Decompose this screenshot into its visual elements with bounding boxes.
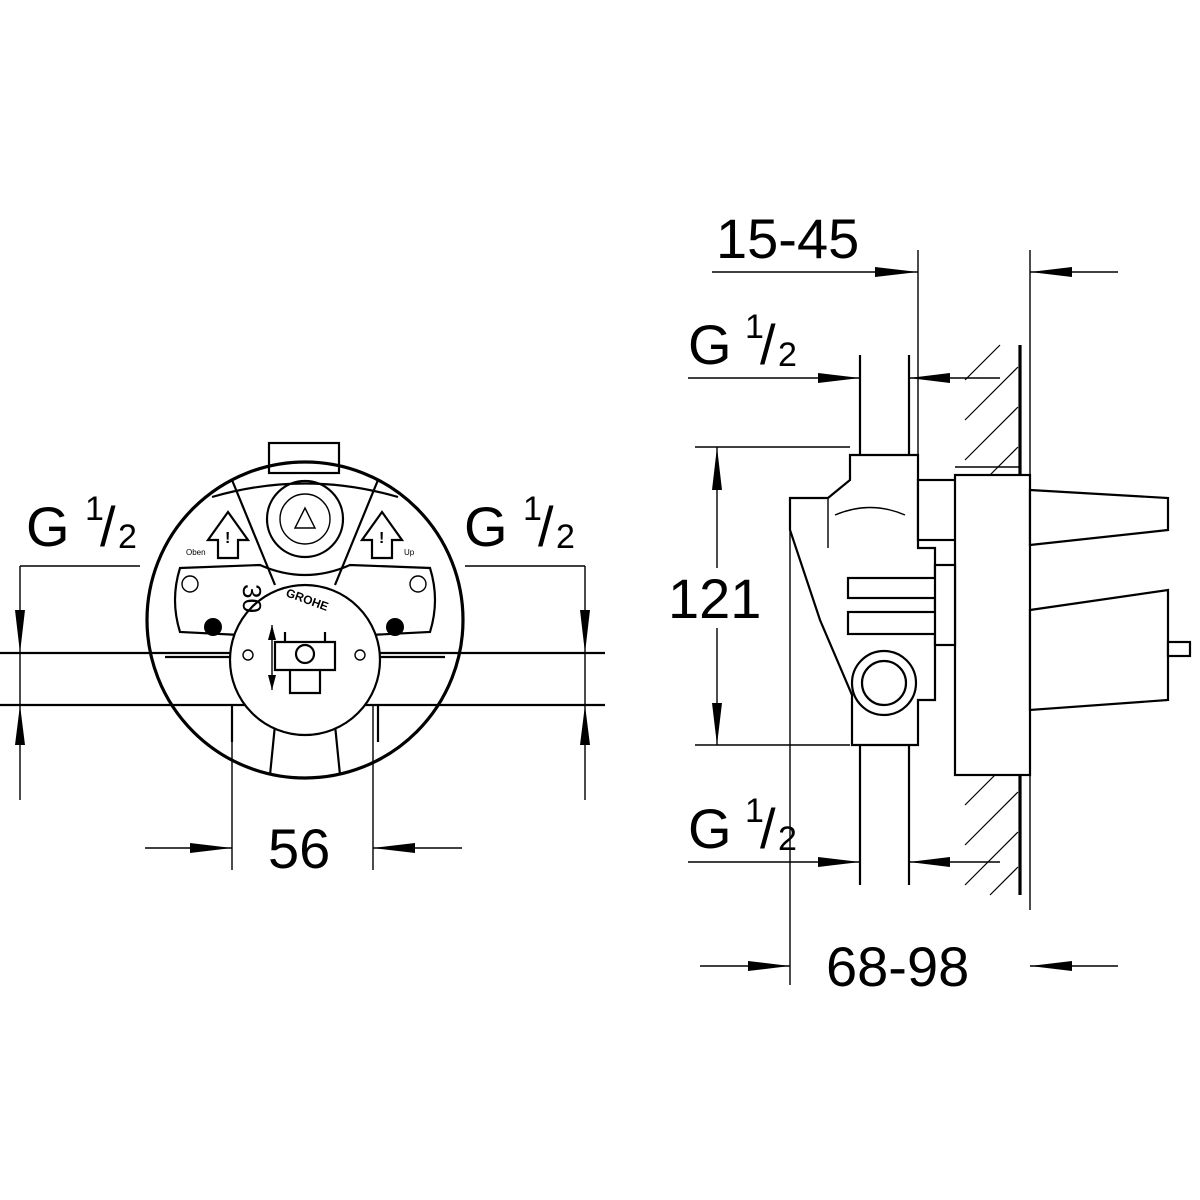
valve-seat-outer bbox=[265, 479, 345, 559]
thread-left-main: G bbox=[26, 495, 70, 558]
spindle-tip bbox=[1166, 640, 1192, 658]
clamp-hole-left bbox=[242, 649, 254, 661]
thread-right-sub: 2 bbox=[556, 518, 575, 556]
cover-sleeve-top bbox=[1028, 488, 1170, 547]
height-arrow-bottom bbox=[712, 703, 722, 745]
cover-sleeve-bottom bbox=[1028, 588, 1170, 712]
wall-depth-arrow-right bbox=[1030, 267, 1072, 277]
up-arrow-left-mark: ! bbox=[225, 530, 230, 547]
thread-right-arrow-bottom bbox=[580, 705, 590, 745]
stem-lower bbox=[846, 610, 950, 636]
width-arrow-right bbox=[373, 843, 415, 853]
height-arrow-top bbox=[712, 447, 722, 490]
clamp-screw bbox=[294, 643, 316, 665]
wall-depth-arrow-left bbox=[875, 267, 918, 277]
up-arrow-right-icon bbox=[359, 510, 405, 560]
install-depth-value: 68-98 bbox=[826, 935, 969, 998]
up-label: Up bbox=[404, 548, 415, 557]
clamp-hole-right bbox=[354, 649, 366, 661]
plate-collar bbox=[933, 563, 957, 647]
wing-plate bbox=[173, 563, 437, 638]
thread-right-arrow-top bbox=[580, 610, 590, 653]
thread-left-sub: 2 bbox=[118, 518, 137, 556]
thread-right-slash: / bbox=[538, 495, 554, 558]
thread-top-arrow-left bbox=[818, 373, 860, 383]
thread-top-slash: / bbox=[760, 313, 776, 376]
install-depth-arrow-left bbox=[748, 961, 790, 971]
wall-depth-value: 15-45 bbox=[716, 207, 859, 270]
thread-bottom-slash: / bbox=[760, 797, 776, 860]
screw-left bbox=[204, 618, 222, 636]
offset-dim-arrow-bottom bbox=[268, 675, 276, 690]
offset-dim-arrow-top bbox=[268, 625, 276, 640]
outlet-ring-inner bbox=[860, 659, 908, 707]
stem-upper bbox=[846, 576, 950, 600]
thread-top-main: G bbox=[688, 313, 732, 376]
install-depth-arrow-right bbox=[1030, 961, 1072, 971]
screw-right bbox=[386, 618, 404, 636]
up-arrow-left-icon bbox=[205, 510, 251, 560]
valve-body-detail bbox=[827, 498, 906, 548]
oben-label: Oben bbox=[186, 548, 206, 557]
valve-seat-inner bbox=[279, 493, 331, 545]
thread-label-top: G 1 / 2 bbox=[688, 308, 797, 376]
thread-top-sub: 2 bbox=[778, 336, 797, 374]
thread-left-arrow-top bbox=[15, 610, 25, 653]
width-arrow-left bbox=[190, 843, 232, 853]
thread-right-main: G bbox=[464, 495, 508, 558]
plate-chord-top bbox=[211, 482, 399, 499]
height-label-bg bbox=[668, 568, 768, 628]
recycle-icon bbox=[293, 506, 317, 529]
screw-hole-right-top bbox=[409, 575, 427, 593]
thread-bottom-sub: 2 bbox=[778, 820, 797, 858]
thread-right-sup: 1 bbox=[523, 490, 542, 528]
height-dim-value: 121 bbox=[668, 567, 761, 630]
flange-small bbox=[916, 478, 958, 542]
up-arrow-right-mark: ! bbox=[379, 530, 384, 547]
side-view: 15-45 G 1 / 2 121 G 1 / 2 bbox=[668, 207, 1192, 998]
thread-label-left: G 1 / 2 bbox=[26, 490, 137, 558]
front-view: ! Oben ! Up GROHE 30 G 1 / bbox=[0, 441, 605, 880]
width-dim-value: 56 bbox=[268, 817, 330, 880]
mounting-plate bbox=[145, 460, 465, 780]
thread-top-arrow-right bbox=[909, 373, 950, 383]
top-outlet-stub bbox=[267, 441, 341, 475]
screw-hole-left-top bbox=[181, 575, 199, 593]
thread-label-right: G 1 / 2 bbox=[464, 490, 575, 558]
thread-label-bottom: G 1 / 2 bbox=[688, 792, 797, 860]
offset-dim-value: 30 bbox=[237, 584, 267, 613]
mounting-plate-side bbox=[953, 473, 1032, 777]
thread-left-arrow-bottom bbox=[15, 705, 25, 745]
thread-left-slash: / bbox=[100, 495, 116, 558]
thread-bottom-main: G bbox=[688, 797, 732, 860]
thread-bottom-arrow-right bbox=[909, 857, 950, 867]
thread-top-sup: 1 bbox=[745, 308, 764, 346]
cartridge-clamp bbox=[273, 632, 337, 695]
thread-bottom-sup: 1 bbox=[745, 792, 764, 830]
thread-left-sup: 1 bbox=[85, 490, 104, 528]
thread-bottom-arrow-left bbox=[818, 857, 860, 867]
